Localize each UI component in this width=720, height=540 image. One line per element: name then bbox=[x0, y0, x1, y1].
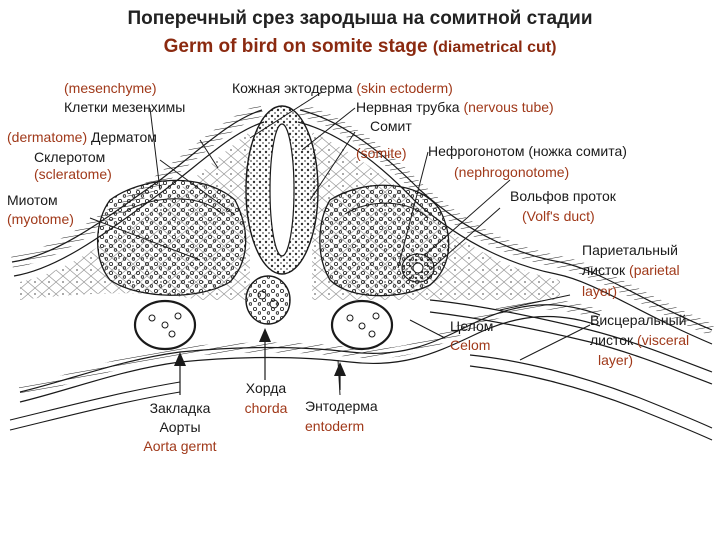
notochord bbox=[245, 275, 291, 325]
label-chorda-ru: Хорда bbox=[245, 380, 287, 396]
label-dermatome: (dermatome) Дерматом bbox=[7, 129, 157, 145]
arrow-entoderm bbox=[334, 362, 346, 390]
label-celom-en: Celom bbox=[450, 337, 491, 353]
label-mesenchyme-en: (mesenchyme) bbox=[64, 80, 157, 96]
label-entoderm-ru: Энтодерма bbox=[305, 398, 378, 414]
label-entoderm-en: entoderm bbox=[305, 418, 365, 434]
parietal-layer bbox=[429, 299, 713, 373]
label-nervous-tube: Нервная трубка (nervous tube) bbox=[356, 99, 554, 115]
label-wolff-en: (Volf's duct) bbox=[522, 208, 595, 224]
label-visceral-2: листок (visceral bbox=[590, 332, 690, 348]
label-skin-ectoderm: Кожная эктодерма (skin ectoderm) bbox=[232, 80, 453, 96]
arrow-chorda bbox=[259, 328, 271, 380]
title-english: Germ of bird on somite stage (diametrica… bbox=[0, 36, 720, 58]
label-visceral-ru-1: Висцеральный bbox=[590, 312, 687, 328]
label-chorda-en: chorda bbox=[244, 400, 288, 416]
aorta-left bbox=[133, 299, 197, 351]
left-somite bbox=[96, 179, 247, 296]
leader-lines bbox=[89, 91, 591, 396]
label-nephrotome-ru: Нефрогонотом (ножка сомита) bbox=[428, 143, 627, 159]
arrow-aorta bbox=[174, 352, 186, 395]
visceral-layer bbox=[469, 354, 713, 429]
label-parietal-2: листок (parietal bbox=[582, 262, 680, 278]
label-sclerotome-ru: Склеротом bbox=[34, 149, 106, 165]
label-somite-en: (somite) bbox=[356, 145, 407, 161]
label-somite-ru: Сомит bbox=[370, 118, 412, 134]
label-aorta-en: Aorta germt bbox=[143, 438, 217, 454]
label-mesenchyme-ru: Клетки мезенхимы bbox=[64, 99, 186, 115]
label-myotome-ru: Миотом bbox=[7, 192, 58, 208]
title-russian: Поперечный срез зародыша на сомитной ста… bbox=[127, 8, 593, 29]
neural-tube bbox=[245, 105, 319, 275]
label-parietal-ru-1: Париетальный bbox=[582, 242, 678, 258]
aorta-right bbox=[330, 299, 394, 351]
label-celom-ru: Целом bbox=[450, 318, 494, 334]
label-sclerotome-en: (scleratome) bbox=[34, 166, 112, 182]
title-english-main: Germ of bird on somite stage bbox=[163, 36, 428, 57]
title-english-suffix: (diametrical cut) bbox=[432, 39, 557, 56]
label-myotome-en: (myotome) bbox=[7, 211, 74, 227]
right-somite bbox=[319, 184, 450, 297]
label-wolff-ru: Вольфов проток bbox=[510, 188, 616, 204]
label-nephrotome-en: (nephrogonotome) bbox=[454, 164, 570, 180]
label-parietal-en-2: layer) bbox=[582, 283, 618, 299]
label-aorta-ru-1: Закладка bbox=[149, 400, 211, 416]
label-visceral-en-2: layer) bbox=[598, 352, 634, 368]
label-aorta-ru-2: Аорты bbox=[159, 419, 201, 435]
nephrotome bbox=[401, 253, 435, 283]
